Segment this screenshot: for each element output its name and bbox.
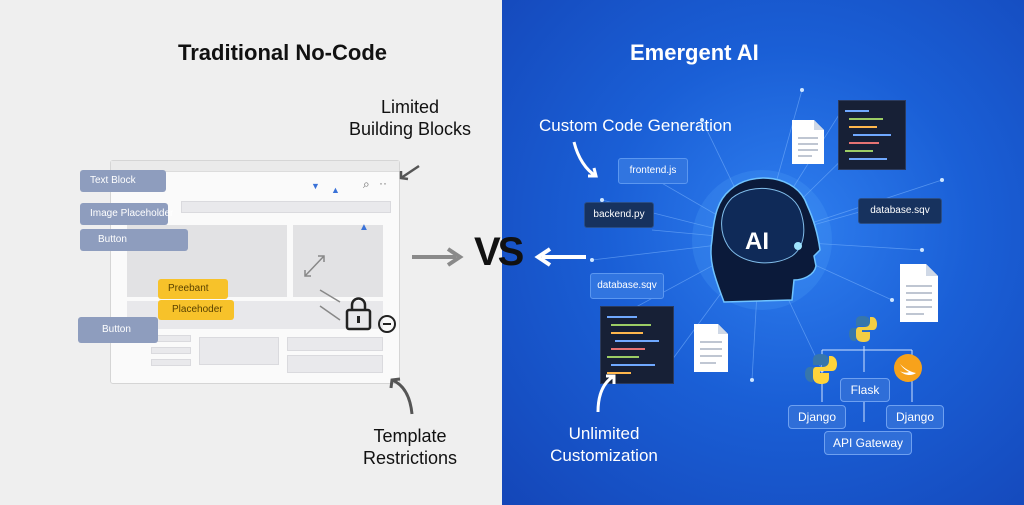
- neural-rays: [590, 88, 944, 382]
- curved-arrow-icon-2: [572, 141, 598, 178]
- backend-file-tag: backend.py: [584, 202, 654, 228]
- placeholder-chip: Placehoder: [158, 300, 234, 320]
- frontend-file-tag: frontend.js: [618, 158, 688, 184]
- template-restrictions-callout: Template Restrictions: [362, 426, 458, 468]
- triangle-up-icon: ▲: [331, 185, 340, 195]
- button-chip: Button: [80, 229, 188, 251]
- django-node-left: Django: [788, 405, 846, 429]
- more-icon: ··: [379, 176, 387, 190]
- code-snippet-bottom: [600, 306, 674, 384]
- resize-arrows-icon: [304, 255, 341, 321]
- flask-node: Flask: [840, 378, 890, 402]
- document-icon-1: [792, 120, 824, 164]
- python-logo-icon-2: [805, 354, 837, 384]
- swift-logo-icon: [894, 354, 922, 382]
- api-gateway-node: API Gateway: [824, 431, 912, 455]
- search-icon: ⌕: [363, 177, 370, 191]
- database-file-tag-right: database.sqv: [858, 198, 942, 224]
- left-arrow-icon: [534, 247, 586, 267]
- triangle-up-icon-2: ▲: [359, 222, 369, 233]
- pointer-arrow-icon: [399, 164, 420, 181]
- curved-arrow-icon: [389, 377, 414, 415]
- document-icon-3: [694, 324, 728, 372]
- curved-arrow-icon-3: [596, 374, 616, 413]
- text-block-chip: Text Block: [80, 170, 166, 192]
- vs-label: VS: [474, 230, 524, 274]
- django-node-right: Django: [886, 405, 944, 429]
- limited-blocks-callout: Limited Building Blocks: [348, 97, 472, 139]
- builder-window-mockup: ▼ ▲ ⌕ ·· ▲: [110, 160, 400, 384]
- left-title: Traditional No-Code: [178, 40, 387, 65]
- ai-label: AI: [745, 228, 769, 255]
- right-arrow-icon: [412, 247, 464, 267]
- preebant-chip: Preebant: [158, 279, 228, 299]
- custom-code-callout: Custom Code Generation: [539, 116, 732, 135]
- image-placeholder-chip: Image Placeholder: [80, 203, 173, 225]
- database-file-tag-left: database.sqv: [590, 273, 664, 299]
- unlimited-customization-callout: Unlimited Customization: [550, 424, 658, 465]
- right-title: Emergent AI: [630, 40, 759, 65]
- python-logo-icon: [849, 316, 877, 342]
- triangle-down-icon: ▼: [311, 181, 320, 191]
- emergent-ai-panel: AI Emergent AI Custom Code Generation fr…: [502, 0, 1024, 505]
- document-icon-2: [900, 264, 938, 322]
- button-chip-2: Button: [78, 317, 158, 343]
- code-snippet-top: [838, 100, 906, 170]
- lock-icon: [345, 297, 396, 333]
- traditional-no-code-panel: Traditional No-Code Limited Building Blo…: [0, 0, 502, 505]
